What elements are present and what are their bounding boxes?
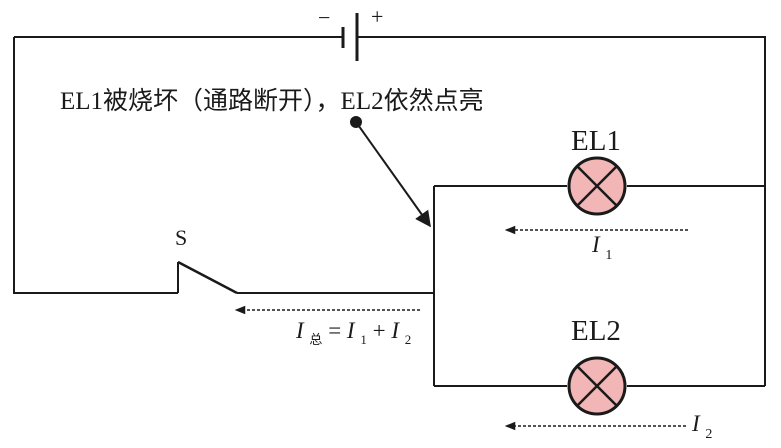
battery-plus-label: + bbox=[371, 4, 383, 29]
switch-lever bbox=[177, 260, 238, 295]
annotation-text: EL1被烧坏（通路断开），EL2依然点亮 bbox=[60, 87, 484, 115]
lamp-el1-label: EL1 bbox=[571, 125, 621, 157]
battery-icon bbox=[341, 13, 359, 61]
main-wires bbox=[13, 36, 766, 387]
total-term1-symbol: I bbox=[346, 318, 356, 343]
current-i2-subscript: 2 bbox=[705, 427, 712, 442]
switch-label: S bbox=[175, 225, 187, 250]
current-i2-symbol: I bbox=[691, 411, 701, 436]
total-term2-sub: 2 bbox=[405, 332, 412, 347]
lamp-el1-icon bbox=[567, 156, 627, 216]
total-term1-sub: 1 bbox=[360, 332, 367, 347]
total-plus: + bbox=[373, 318, 386, 343]
lamp-el2-label: EL2 bbox=[571, 315, 621, 347]
current-i1-symbol: I bbox=[591, 232, 601, 257]
total-equals: = bbox=[328, 318, 341, 343]
lamp-el2-icon bbox=[567, 356, 627, 416]
total-term2-symbol: I bbox=[390, 318, 400, 343]
current-total-label: I 总 = I 1 + I 2 bbox=[295, 318, 411, 349]
current-i1-label: I 1 bbox=[591, 232, 612, 263]
pointer-arrow bbox=[355, 121, 431, 228]
current-i1-subscript: 1 bbox=[605, 248, 612, 263]
current-i2-label: I 2 bbox=[691, 411, 712, 442]
total-subscript: 总 bbox=[309, 332, 322, 347]
left-wire bbox=[13, 37, 178, 294]
top-right-wire bbox=[358, 36, 766, 186]
total-symbol: I bbox=[295, 318, 305, 343]
battery-minus-label: − bbox=[318, 5, 330, 30]
